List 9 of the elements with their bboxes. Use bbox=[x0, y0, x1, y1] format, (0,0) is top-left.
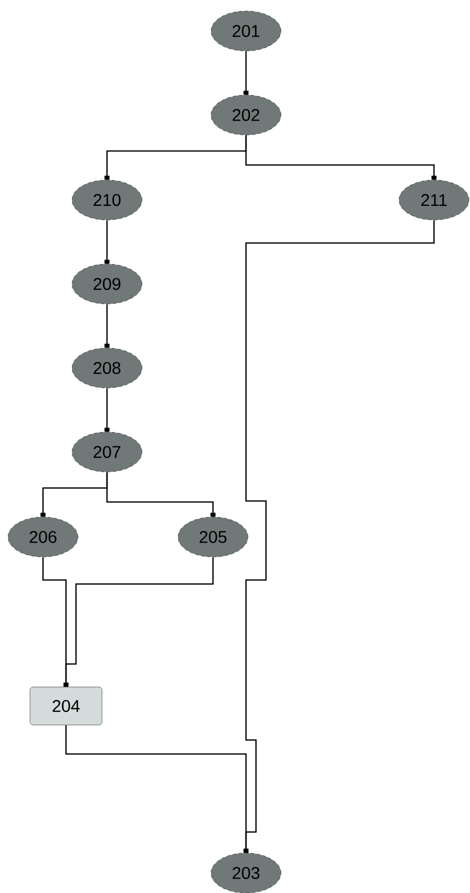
connector-arrow bbox=[244, 51, 248, 95]
process-box: 204 bbox=[30, 686, 102, 726]
connector-arrow bbox=[104, 220, 110, 264]
connector-arrow bbox=[245, 135, 436, 180]
connector-arrow bbox=[106, 472, 216, 517]
connector-arrow bbox=[65, 725, 248, 853]
connector-arrow bbox=[104, 388, 110, 432]
connector-arrow bbox=[104, 304, 110, 348]
connector-arrow bbox=[64, 557, 214, 687]
